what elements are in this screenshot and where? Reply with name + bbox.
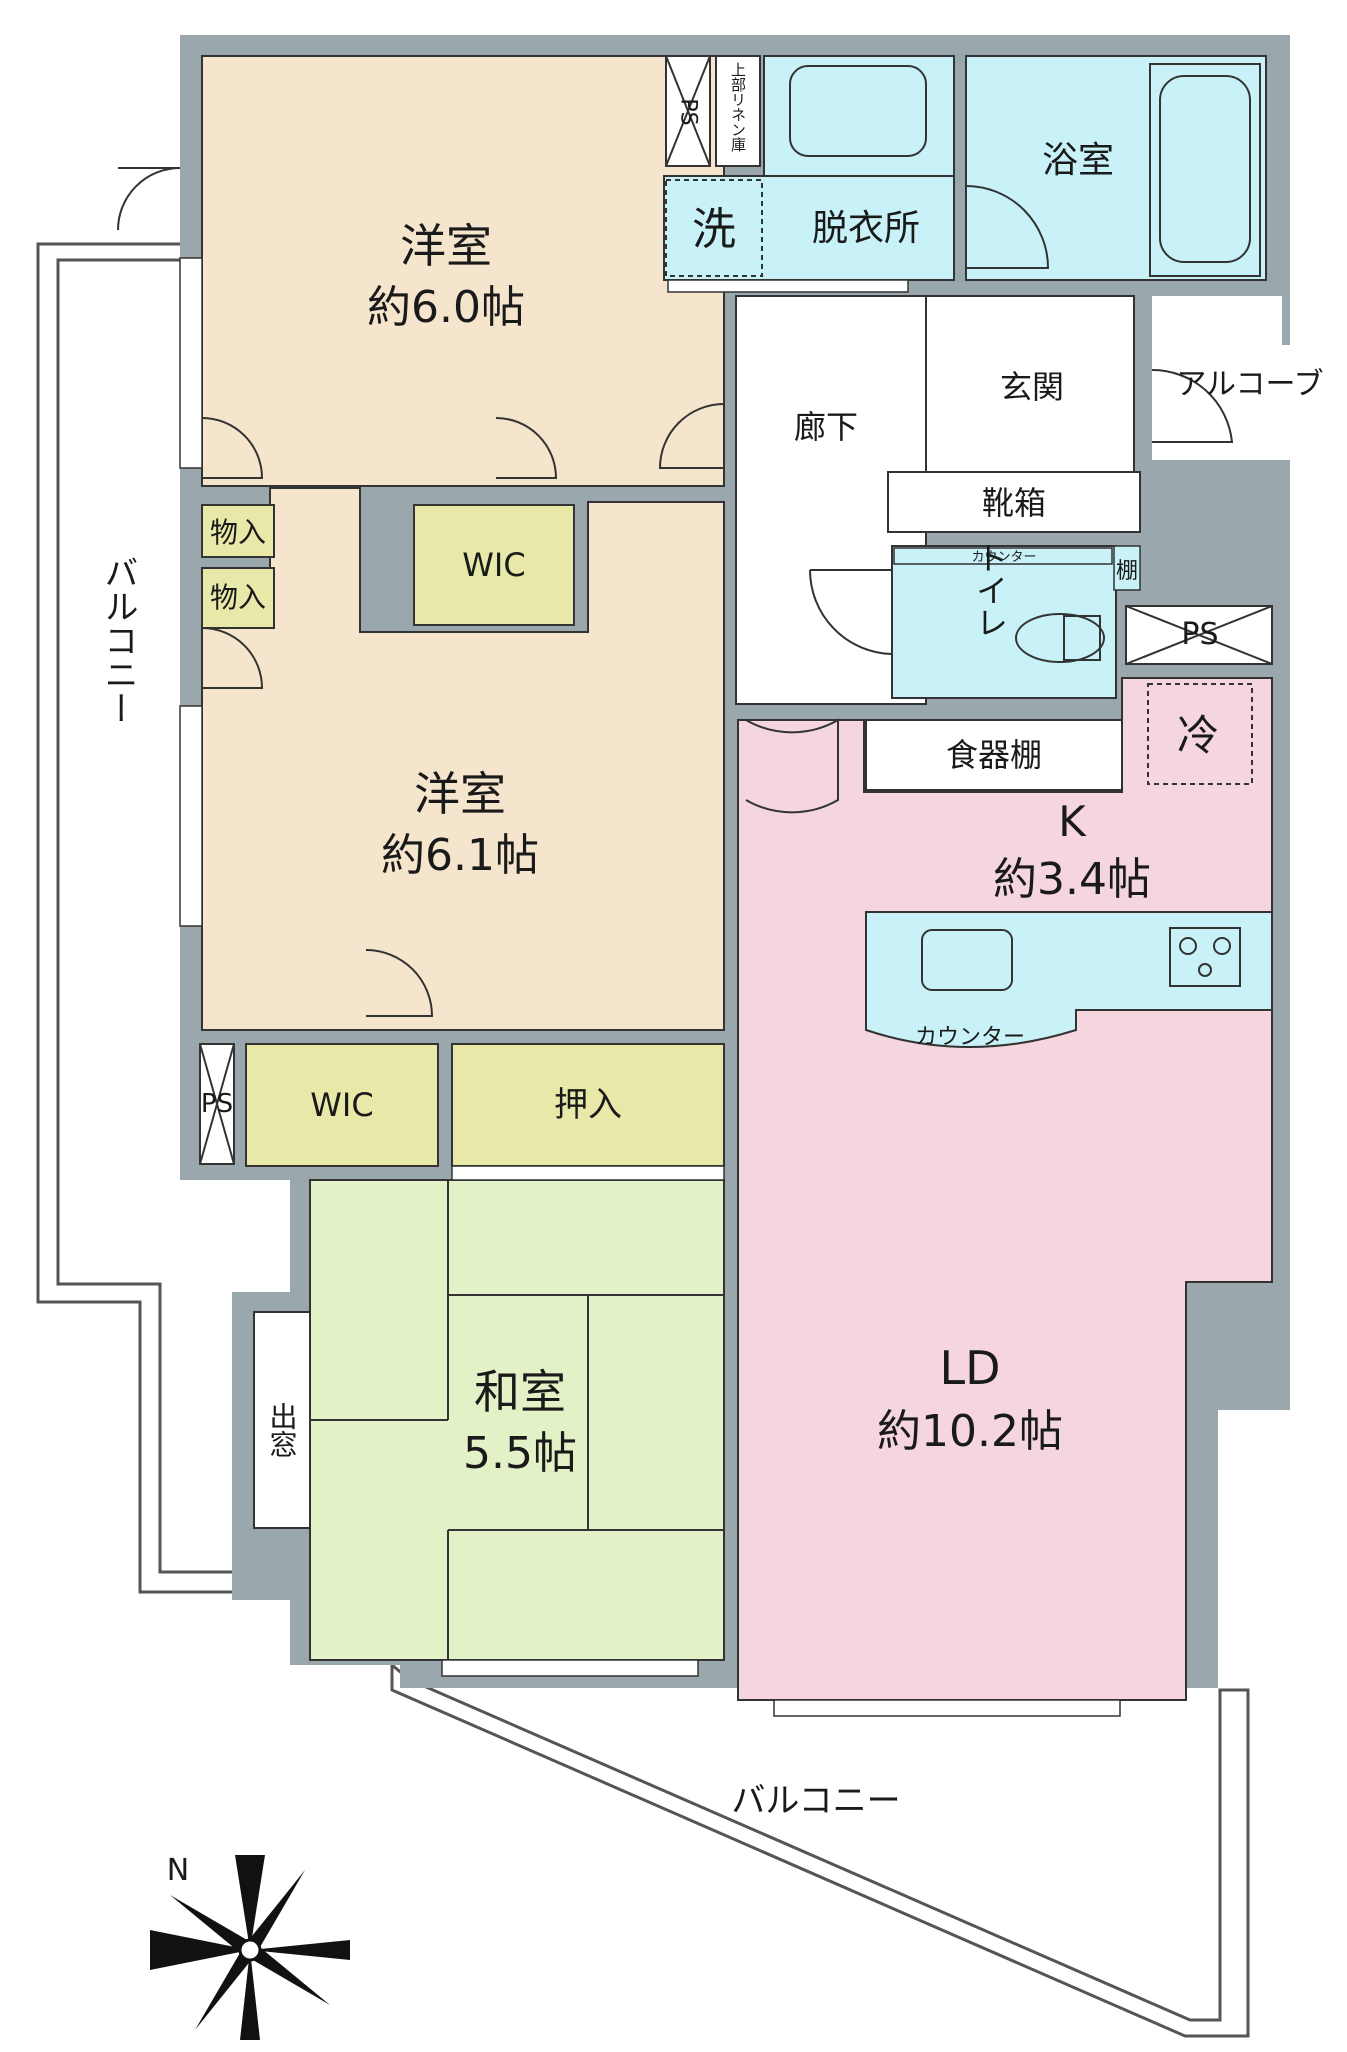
toilet-counter-box bbox=[893, 547, 1113, 565]
toilet-room bbox=[891, 545, 1117, 699]
wic-2 bbox=[245, 1043, 439, 1167]
balcony-south-area bbox=[390, 1661, 1250, 2038]
wic-1 bbox=[413, 504, 575, 626]
storage-box-1 bbox=[201, 504, 275, 558]
bath-room bbox=[965, 55, 1267, 281]
ps-top-label: PS bbox=[676, 98, 701, 125]
bay-window-label: 出窓 bbox=[266, 1402, 299, 1458]
ld-name: LD bbox=[939, 1341, 1000, 1395]
bathtub-icon bbox=[1149, 63, 1261, 277]
sink-icon bbox=[921, 929, 1013, 991]
shoebox bbox=[887, 471, 1141, 533]
alcove bbox=[1152, 296, 1282, 446]
fridge-label: 冷 bbox=[1177, 711, 1219, 760]
shoebox-label: 靴箱 bbox=[982, 484, 1046, 522]
kitchen-counter-label: カウンター bbox=[915, 1025, 1025, 1050]
toilet-bowl-icon bbox=[1015, 613, 1105, 663]
fridge-spot bbox=[1147, 683, 1253, 785]
storage-label-1: 物入 bbox=[210, 516, 266, 549]
toilet-shelf-box bbox=[1113, 545, 1141, 591]
entrance bbox=[925, 295, 1135, 473]
bay-window bbox=[253, 1311, 311, 1529]
storage-box-2 bbox=[201, 567, 275, 629]
closet-oshiire bbox=[451, 1043, 725, 1167]
basin-icon bbox=[789, 65, 927, 157]
linen-box bbox=[715, 55, 761, 167]
balcony-south-label: バルコニー bbox=[731, 1781, 900, 1821]
stove-icon bbox=[1169, 927, 1241, 987]
western-room-1 bbox=[201, 55, 725, 487]
entrance-label: 玄関 bbox=[1000, 368, 1064, 406]
dressing-room-label: 脱衣所 bbox=[812, 208, 920, 249]
washer-label: 洗 bbox=[692, 204, 736, 255]
ps-left-label: PS bbox=[201, 1089, 233, 1119]
compass-north-label: N bbox=[167, 1853, 189, 1888]
dish-shelf bbox=[865, 719, 1123, 791]
toilet-label: トイレ bbox=[971, 542, 1009, 638]
kitchen-name: K bbox=[1058, 797, 1087, 846]
balcony-west-label: バルコニー bbox=[98, 555, 138, 725]
japanese-room-name: 和室 bbox=[474, 1365, 566, 1419]
washer-spot bbox=[665, 179, 763, 277]
dish-shelf-label: 食器棚 bbox=[946, 736, 1042, 774]
linen-label: 上部リネン庫 bbox=[729, 62, 747, 152]
ps-mid-label: PS bbox=[1181, 617, 1218, 652]
toilet-shelf-label: 棚 bbox=[1116, 559, 1138, 584]
storage-label-2: 物入 bbox=[210, 581, 266, 614]
ld-size: 約10.2帖 bbox=[877, 1406, 1063, 1457]
corridor-label: 廊下 bbox=[794, 408, 858, 446]
western-room-2-name: 洋室 bbox=[414, 767, 506, 821]
wic-1-label: WIC bbox=[462, 546, 525, 584]
western-room-1-name: 洋室 bbox=[400, 219, 492, 273]
alcove-label: アルコーブ bbox=[1176, 367, 1323, 402]
wic-2-label: WIC bbox=[310, 1086, 373, 1124]
compass-rose-icon bbox=[150, 1855, 350, 2040]
closet-label: 押入 bbox=[554, 1085, 622, 1125]
western-room-1-size: 約6.0帖 bbox=[367, 282, 525, 333]
japanese-room-size: 5.5帖 bbox=[463, 1428, 577, 1479]
toilet-counter-label: カウンター bbox=[971, 550, 1036, 565]
bath-room-label: 浴室 bbox=[1042, 140, 1114, 181]
western-room-2-size: 約6.1帖 bbox=[381, 830, 539, 881]
kitchen-size: 約3.4帖 bbox=[993, 854, 1151, 905]
